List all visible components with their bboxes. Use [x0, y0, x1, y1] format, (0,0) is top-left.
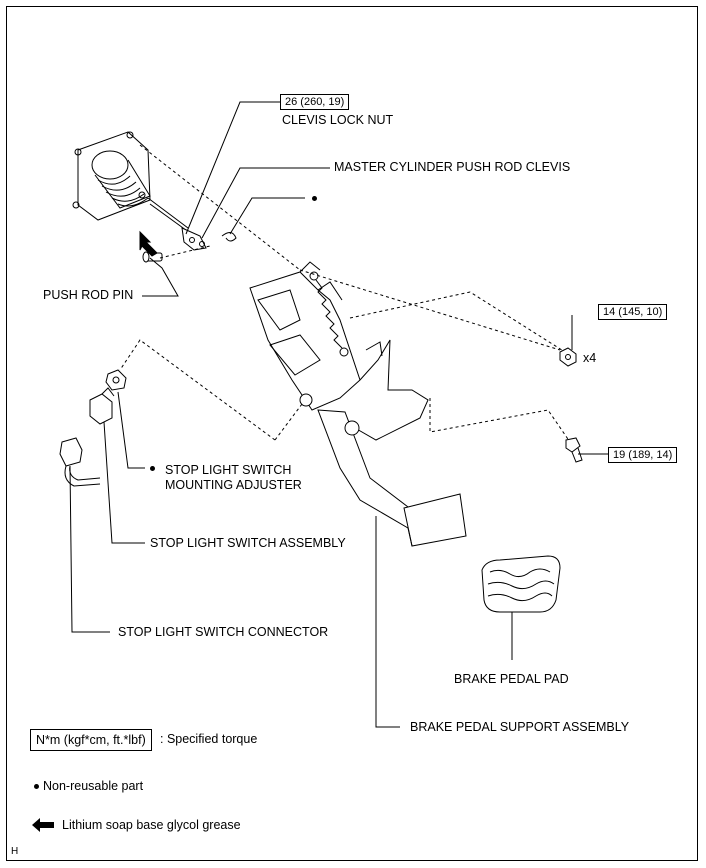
label-switch-adjuster-line1: STOP LIGHT SWITCH: [165, 463, 292, 477]
label-switch-connector: STOP LIGHT SWITCH CONNECTOR: [118, 625, 329, 639]
return-spring: [309, 271, 349, 357]
label-master-cylinder-push-rod-clevis: MASTER CYLINDER PUSH ROD CLEVIS: [334, 160, 571, 174]
support-bolt-part: [565, 437, 583, 463]
pedal-arm: [317, 409, 467, 547]
legend-torque-desc: : Specified torque: [160, 732, 258, 746]
legend-non-reusable: Non-reusable part: [43, 779, 144, 793]
legend-grease: Lithium soap base glycol grease: [62, 818, 241, 832]
label-brake-pedal-pad: BRAKE PEDAL PAD: [454, 672, 569, 686]
leader-lines: [69, 101, 608, 728]
label-push-rod-pin: PUSH ROD PIN: [43, 288, 134, 302]
torque-support-bolt: 19 (189, 14): [608, 447, 678, 463]
clevis: [181, 227, 207, 251]
clip: [221, 232, 237, 242]
grease-arrow: [139, 230, 158, 257]
non-reusable-dot-adjuster: [150, 466, 155, 471]
torque-support-nut: 14 (145, 10): [598, 304, 668, 320]
torque-clevis-lock-nut: 26 (260, 19): [280, 94, 350, 110]
legend-grease-arrow-icon: [32, 818, 54, 832]
corner-mark: H: [11, 846, 19, 857]
support-nut-part: [559, 347, 577, 367]
label-switch-assembly: STOP LIGHT SWITCH ASSEMBLY: [150, 536, 346, 550]
pivot-bushing: [299, 393, 313, 407]
push-rod-boot: [91, 150, 151, 209]
pedal-bracket: [249, 261, 429, 441]
switch-adjuster-part: [105, 369, 127, 391]
label-brake-pedal-support-assembly: BRAKE PEDAL SUPPORT ASSEMBLY: [410, 720, 630, 734]
label-quantity-x4: x4: [583, 351, 597, 365]
switch-assembly-part: [89, 387, 115, 425]
push-rod: [147, 197, 189, 229]
legend-torque-unit: N*m (kgf*cm, ft.*lbf): [30, 729, 152, 751]
legend-dot-icon: [34, 784, 39, 789]
label-switch-adjuster-line2: MOUNTING ADJUSTER: [165, 478, 302, 492]
label-clevis-lock-nut: CLEVIS LOCK NUT: [282, 113, 394, 127]
brake-pedal-pad-part: [481, 555, 561, 613]
non-reusable-dot-clip: [312, 196, 317, 201]
guide-lines: [119, 144, 573, 446]
switch-connector-part: [59, 437, 101, 487]
